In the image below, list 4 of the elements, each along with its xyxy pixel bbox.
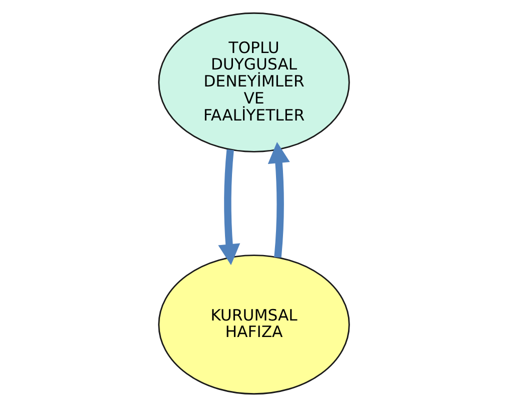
node-ellipse: KURUMSAL HAFIZA <box>158 254 350 395</box>
arrow <box>267 142 290 258</box>
node-ellipse: TOPLU DUYGUSAL DENEYİMLER VE FAALİYETLER <box>158 12 350 152</box>
arrow <box>218 149 240 266</box>
